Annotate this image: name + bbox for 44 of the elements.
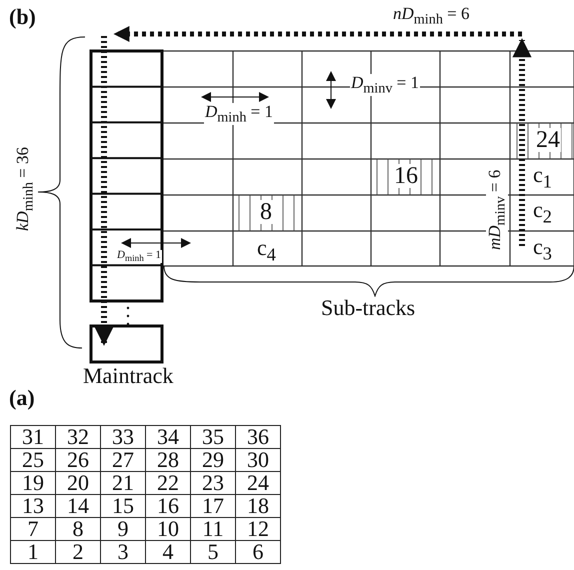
grid-number: 33 <box>100 426 146 448</box>
grid-number: 6 <box>236 540 280 564</box>
grid-number: 4 <box>146 540 190 564</box>
grid-number: 5 <box>190 540 236 564</box>
grid-number: 14 <box>56 494 100 518</box>
dimension-label: D$_{min}$$_{h}$ = 1 <box>204 103 274 125</box>
grid-number: 24 <box>236 472 280 494</box>
cell-number: 16 <box>393 164 419 188</box>
grid-number: 16 <box>146 494 190 518</box>
grid-number: 18 <box>236 494 280 518</box>
panel-label: (a) <box>8 387 36 409</box>
grid-number: 20 <box>56 472 100 494</box>
grid-number: 22 <box>146 472 190 494</box>
grid-number: 15 <box>100 494 146 518</box>
grid-number: 26 <box>56 448 100 472</box>
cell-number: 8 <box>259 200 273 224</box>
grid-number: 13 <box>10 494 56 518</box>
grid-number: 8 <box>56 518 100 540</box>
grid-number: 27 <box>100 448 146 472</box>
grid-number: 30 <box>236 448 280 472</box>
grid-number: 23 <box>190 472 236 494</box>
grid-number: 3 <box>100 540 146 564</box>
grid-number: 32 <box>56 426 100 448</box>
dimension-label: D$_{min}$$_{h}$ = 1 <box>116 250 162 264</box>
grid-number: 1 <box>10 540 56 564</box>
grid-number: 29 <box>190 448 236 472</box>
grid-number: 11 <box>190 518 236 540</box>
grid-number: 34 <box>146 426 190 448</box>
grid-number: 36 <box>236 426 280 448</box>
grid-number: 2 <box>56 540 100 564</box>
grid-number: 10 <box>146 518 190 540</box>
grid-number: 7 <box>10 518 56 540</box>
grid-number: 35 <box>190 426 236 448</box>
panel-label: (b) <box>8 6 37 28</box>
grid-number: 31 <box>10 426 56 448</box>
dimension-label: D$_{min}$$_{v}$ = 1 <box>350 74 420 96</box>
grid-number: 12 <box>236 518 280 540</box>
grid-number: 25 <box>10 448 56 472</box>
grid-number: 19 <box>10 472 56 494</box>
grid-number: 9 <box>100 518 146 540</box>
grid-number: 28 <box>146 448 190 472</box>
grid-number: 17 <box>190 494 236 518</box>
cell-number: 24 <box>535 128 561 152</box>
grid-number: 21 <box>100 472 146 494</box>
